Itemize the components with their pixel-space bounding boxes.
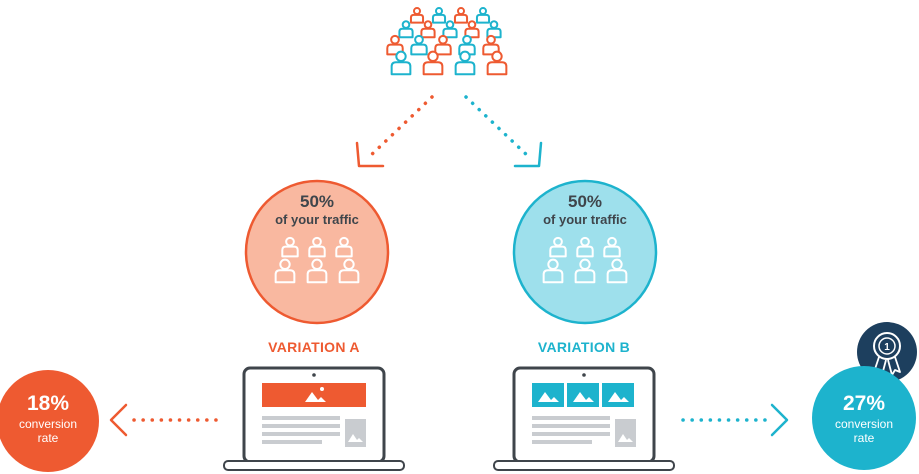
result-b-line2: rate (853, 431, 875, 445)
result-a-circle: 18% conversion rate (0, 370, 99, 472)
arrow-to-variation-b (464, 95, 543, 168)
result-a-value: 18% (26, 392, 70, 415)
arrow-to-result-b (681, 403, 789, 437)
result-b-line1: conversion (834, 417, 894, 431)
arrow-to-variation-a (355, 95, 434, 168)
result-b-value: 27% (842, 392, 886, 415)
arrow-to-result-a (109, 403, 218, 437)
result-a-line1: conversion (18, 417, 78, 431)
group-a-people-icon (274, 236, 360, 284)
group-a-percent: 50% (299, 192, 335, 211)
group-a-caption: of your traffic (275, 212, 359, 227)
group-b-circle (512, 179, 658, 325)
result-b-circle: 27% conversion rate (812, 366, 916, 470)
group-b-percent: 50% (567, 192, 603, 211)
variation-b-label: VARIATION B (537, 339, 631, 355)
people-crowd-icon (386, 7, 508, 76)
variation-a-label: VARIATION A (268, 339, 360, 355)
laptop-a-icon (223, 366, 405, 471)
result-a-line2: rate (37, 431, 59, 445)
badge-number: 1 (884, 342, 890, 353)
group-b-people-icon (542, 236, 628, 284)
laptop-b-icon (493, 366, 675, 471)
group-b-caption: of your traffic (543, 212, 627, 227)
group-a-circle (244, 179, 390, 325)
